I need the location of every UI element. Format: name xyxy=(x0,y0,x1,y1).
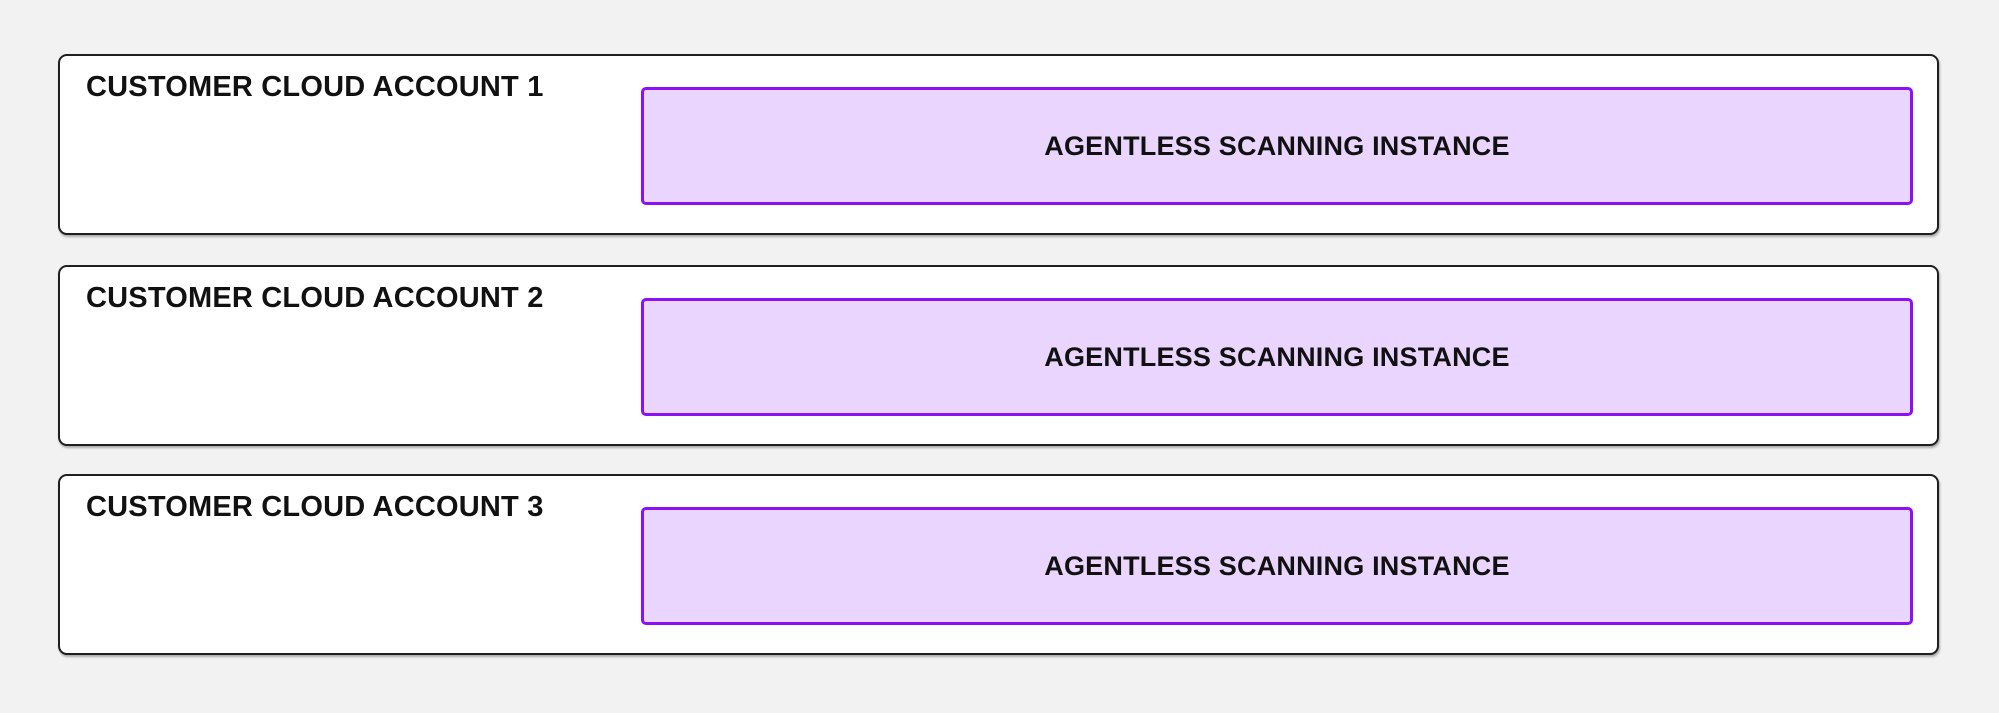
agentless-scanning-instance-box-2: AGENTLESS SCANNING INSTANCE xyxy=(641,298,1913,416)
account-title-3: CUSTOMER CLOUD ACCOUNT 3 xyxy=(86,491,544,523)
customer-cloud-account-card-1: CUSTOMER CLOUD ACCOUNT 1 AGENTLESS SCANN… xyxy=(58,54,1939,235)
account-title-1: CUSTOMER CLOUD ACCOUNT 1 xyxy=(86,71,544,103)
agentless-scanning-instance-label-1: AGENTLESS SCANNING INSTANCE xyxy=(1044,130,1510,161)
agentless-scanning-instance-label-3: AGENTLESS SCANNING INSTANCE xyxy=(1044,550,1510,581)
agentless-scanning-instance-box-1: AGENTLESS SCANNING INSTANCE xyxy=(641,87,1913,205)
account-title-2: CUSTOMER CLOUD ACCOUNT 2 xyxy=(86,282,544,314)
customer-cloud-account-card-2: CUSTOMER CLOUD ACCOUNT 2 AGENTLESS SCANN… xyxy=(58,265,1939,446)
agentless-scanning-instance-box-3: AGENTLESS SCANNING INSTANCE xyxy=(641,507,1913,625)
agentless-scanning-instance-label-2: AGENTLESS SCANNING INSTANCE xyxy=(1044,341,1510,372)
customer-cloud-account-card-3: CUSTOMER CLOUD ACCOUNT 3 AGENTLESS SCANN… xyxy=(58,474,1939,655)
